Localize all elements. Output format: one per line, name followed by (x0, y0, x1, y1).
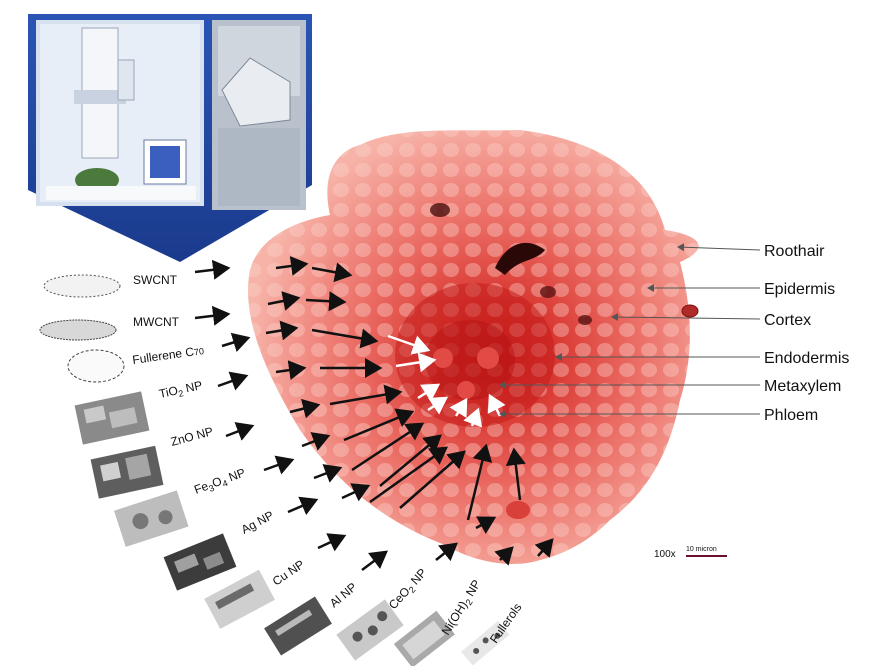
label-mwcnt: MWCNT (133, 315, 180, 329)
arrow-swcnt (195, 268, 228, 272)
tio2-thumbnail (75, 391, 150, 444)
label-zno: ZnO NP (169, 424, 214, 449)
arrow-mwcnt (195, 314, 228, 318)
label-phloem: Phloem (764, 407, 818, 424)
label-tio2: TiO2 NP (158, 378, 204, 403)
label-fullerene: Fullerene C70 (131, 343, 204, 367)
label-metaxylem: Metaxylem (764, 378, 841, 395)
label-fe3o4: Fe3O4 NP (192, 465, 248, 498)
scale-length: 10 micron (686, 546, 717, 553)
label-cortex: Cortex (764, 312, 811, 329)
arrow-ag (288, 500, 316, 512)
mwcnt-thumbnail (40, 320, 116, 340)
arrow-zno (226, 426, 252, 436)
label-al: Al NP (327, 580, 360, 610)
swcnt-thumbnail (44, 275, 120, 297)
arrow-tio2 (218, 376, 246, 386)
scale-magnification: 100x (654, 549, 676, 560)
ag-thumbnail (164, 533, 237, 590)
arrow-al (362, 552, 386, 570)
label-ag: Ag NP (239, 508, 276, 537)
label-swcnt: SWCNT (133, 273, 178, 287)
label-ceo2: CeO2 NP (386, 566, 431, 614)
label-nioh2: Ni(OH)2 NP (439, 577, 486, 638)
fullerene-thumbnail (68, 350, 124, 382)
arrow-cu (318, 536, 344, 548)
cu-thumbnail (204, 570, 275, 629)
microscope-panel (28, 14, 312, 262)
label-roothair: Roothair (764, 243, 825, 260)
arrow-fullerene (222, 338, 248, 346)
label-endodermis: Endodermis (764, 350, 849, 367)
label-cu: Cu NP (270, 557, 307, 588)
zno-thumbnail (91, 446, 164, 499)
al-thumbnail (264, 597, 332, 656)
label-fullerols: Fullerols (487, 601, 524, 646)
arrow-ceo2 (436, 544, 456, 560)
arrow-fe3o4 (264, 460, 292, 470)
fe3o4-thumbnail (114, 490, 189, 547)
scale-bar: 100x 10 micron (654, 546, 727, 560)
label-epidermis: Epidermis (764, 281, 835, 298)
